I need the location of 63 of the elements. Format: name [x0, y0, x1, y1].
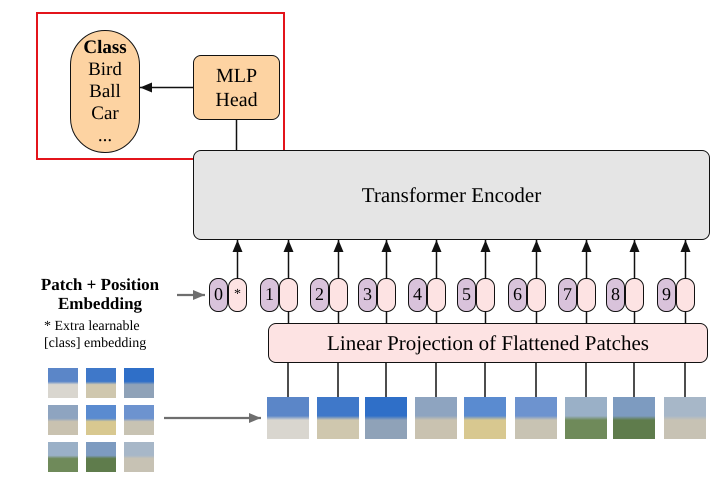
arrow	[232, 240, 242, 278]
arrow	[164, 413, 261, 423]
box-label: Linear Projection of Flattened Patches	[326, 331, 650, 355]
connector-line	[436, 312, 438, 323]
footnote: * Extra learnable [class] embedding	[44, 318, 148, 352]
patch-embedding-capsule: *	[228, 278, 247, 312]
connector-line	[535, 363, 537, 397]
class-list: Bird Ball Car ...	[71, 58, 139, 146]
connector-line	[484, 363, 486, 397]
image-patch	[317, 397, 359, 439]
arrow	[582, 240, 592, 278]
connector-line	[288, 312, 290, 323]
position-embedding-capsule: 9	[657, 278, 676, 312]
heading: Class	[82, 36, 128, 58]
arrow	[480, 240, 490, 278]
connector-line	[337, 363, 339, 397]
highlight-frame	[36, 12, 285, 160]
encoder-box	[193, 150, 710, 240]
image-patch	[415, 397, 457, 439]
position-embedding-capsule: 1	[260, 278, 279, 312]
arrow	[284, 240, 294, 278]
image-patch	[267, 397, 309, 439]
image-patch	[613, 397, 655, 439]
connector-line	[633, 363, 635, 397]
connector-line	[586, 312, 588, 323]
box-label: MLP Head	[214, 64, 259, 112]
position-embedding-capsule: 5	[457, 278, 476, 312]
connector-line	[585, 363, 587, 397]
position-embedding-capsule: 2	[310, 278, 329, 312]
mlp-head-box	[193, 55, 280, 120]
arrow	[334, 240, 344, 278]
position-embedding-capsule: 7	[558, 278, 577, 312]
connector-line	[634, 312, 636, 323]
image-patch	[464, 397, 506, 439]
image-patch	[515, 397, 557, 439]
connector-line	[484, 312, 486, 323]
projection-box	[268, 323, 708, 363]
connector-line	[536, 312, 538, 323]
arrow	[382, 240, 392, 278]
arrow	[432, 240, 442, 278]
arrow	[630, 240, 640, 278]
connector-line	[236, 120, 238, 150]
connector-line	[435, 363, 437, 397]
position-embedding-capsule: 4	[408, 278, 427, 312]
arrow	[177, 290, 205, 300]
arrow	[680, 240, 690, 278]
connector-line	[287, 363, 289, 397]
connector-line	[338, 312, 340, 323]
connector-line	[684, 363, 686, 397]
embedding-label: Patch + Position Embedding	[25, 275, 175, 315]
arrow	[532, 240, 542, 278]
box-label: Transformer Encoder	[360, 183, 542, 207]
position-embedding-capsule: 0	[209, 278, 228, 312]
position-embedding-capsule: 6	[508, 278, 527, 312]
position-embedding-capsule: 3	[358, 278, 377, 312]
connector-line	[385, 363, 387, 397]
connector-line	[684, 312, 686, 323]
image-patch	[565, 397, 607, 439]
connector-line	[386, 312, 388, 323]
arrow	[140, 82, 193, 92]
position-embedding-capsule: 8	[606, 278, 625, 312]
image-patch	[365, 397, 407, 439]
image-patch	[664, 397, 706, 439]
